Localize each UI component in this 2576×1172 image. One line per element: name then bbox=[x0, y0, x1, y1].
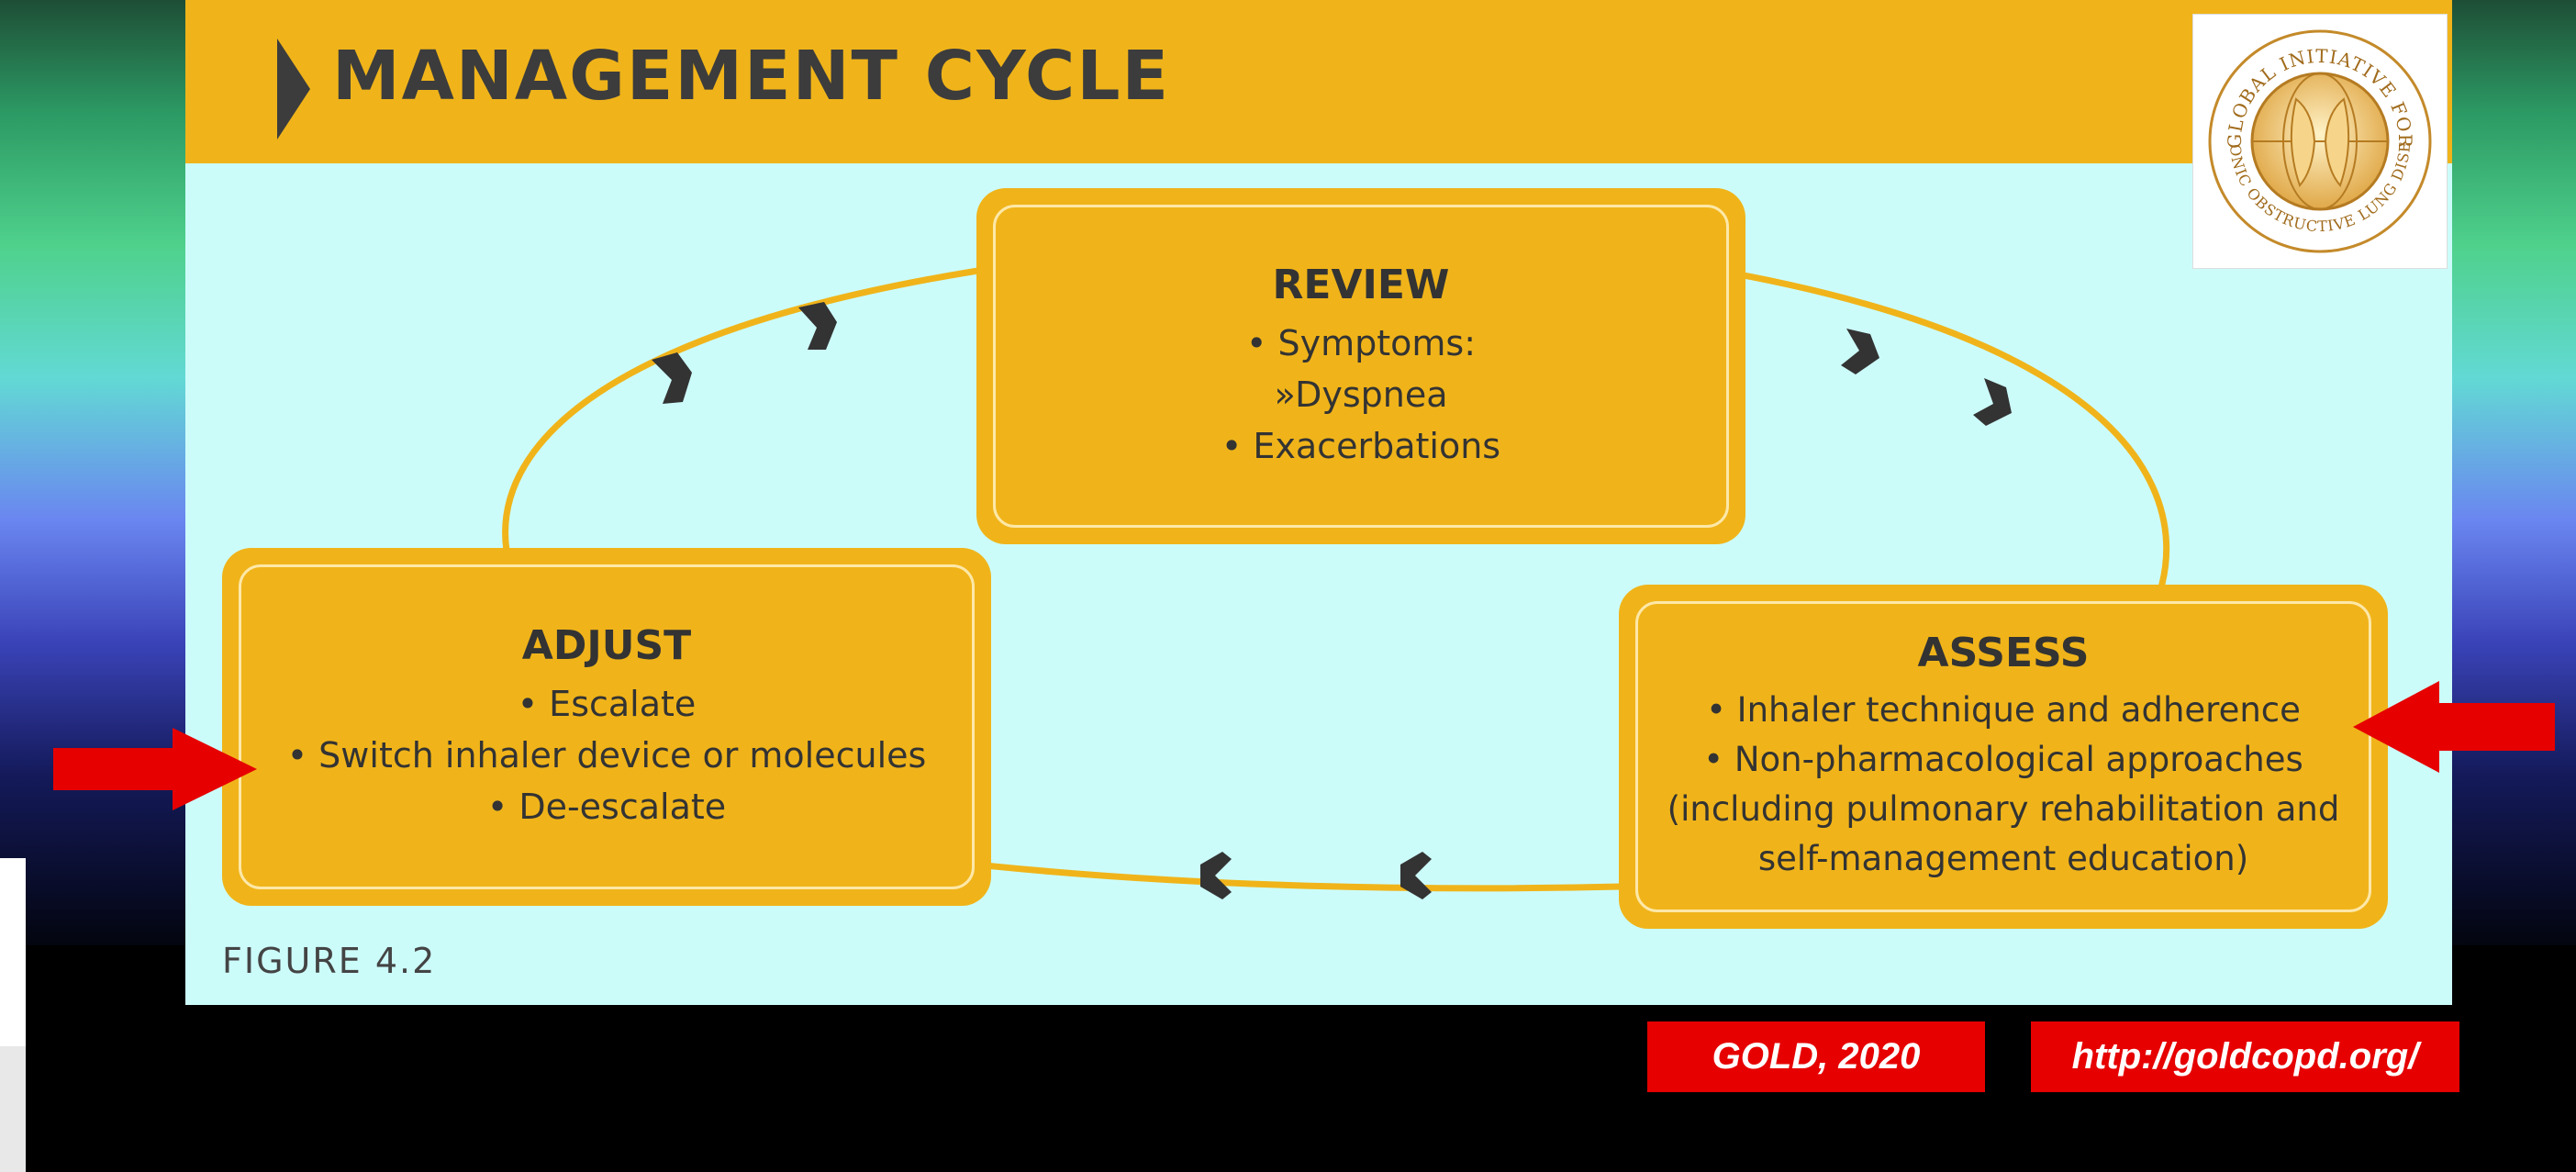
adjust-line: • Switch inhaler device or molecules bbox=[286, 734, 927, 776]
background-panel-lower bbox=[0, 1046, 26, 1172]
assess-box: ASSESS • Inhaler technique and adherence… bbox=[1619, 585, 2388, 929]
chevron-right-icon bbox=[1973, 378, 2012, 426]
chevron-right-icon bbox=[1841, 329, 1879, 374]
chevron-right-icon bbox=[798, 302, 837, 350]
red-arrow-left-icon bbox=[2353, 681, 2555, 773]
gold-logo: GLOBAL INITIATIVE FOR CHRONIC OBSTRUCTIV… bbox=[2187, 1, 2448, 269]
assess-line: • Non-pharmacological approaches bbox=[1703, 740, 2303, 779]
citation-source: GOLD, 2020 bbox=[1647, 1021, 1985, 1092]
header-triangle-icon bbox=[277, 39, 310, 140]
slide: MANAGEMENT CYCLE GLOBAL INITIATIVE FOR bbox=[185, 0, 2452, 1005]
assess-line: • Inhaler technique and adherence bbox=[1706, 690, 2301, 730]
review-box: REVIEW • Symptoms: »Dyspnea • Exacerbati… bbox=[976, 188, 1745, 544]
assess-line: self-management education) bbox=[1757, 839, 2249, 878]
slide-header-bar: MANAGEMENT CYCLE bbox=[185, 0, 2452, 163]
review-title: REVIEW bbox=[1272, 261, 1450, 308]
assess-title: ASSESS bbox=[1917, 630, 2090, 676]
adjust-box: ADJUST • Escalate • Switch inhaler devic… bbox=[222, 548, 991, 906]
adjust-title: ADJUST bbox=[521, 621, 692, 669]
review-line: • Symptoms: bbox=[1245, 322, 1476, 363]
review-line: • Exacerbations bbox=[1221, 425, 1501, 466]
review-line: »Dyspnea bbox=[1274, 374, 1448, 415]
adjust-line: • De-escalate bbox=[486, 786, 727, 827]
citation-url-link[interactable]: http://goldcopd.org/ bbox=[2031, 1021, 2459, 1092]
red-arrow-right-icon bbox=[53, 728, 257, 810]
chevron-right-icon bbox=[652, 352, 692, 404]
slide-title: MANAGEMENT CYCLE bbox=[332, 37, 1171, 116]
chevron-left-icon bbox=[1400, 852, 1432, 899]
assess-line: (including pulmonary rehabilitation and bbox=[1667, 789, 2340, 829]
background-panel bbox=[0, 858, 26, 1069]
chevron-left-icon bbox=[1200, 852, 1232, 899]
adjust-line: • Escalate bbox=[517, 683, 697, 724]
figure-label: FIGURE 4.2 bbox=[222, 941, 437, 981]
